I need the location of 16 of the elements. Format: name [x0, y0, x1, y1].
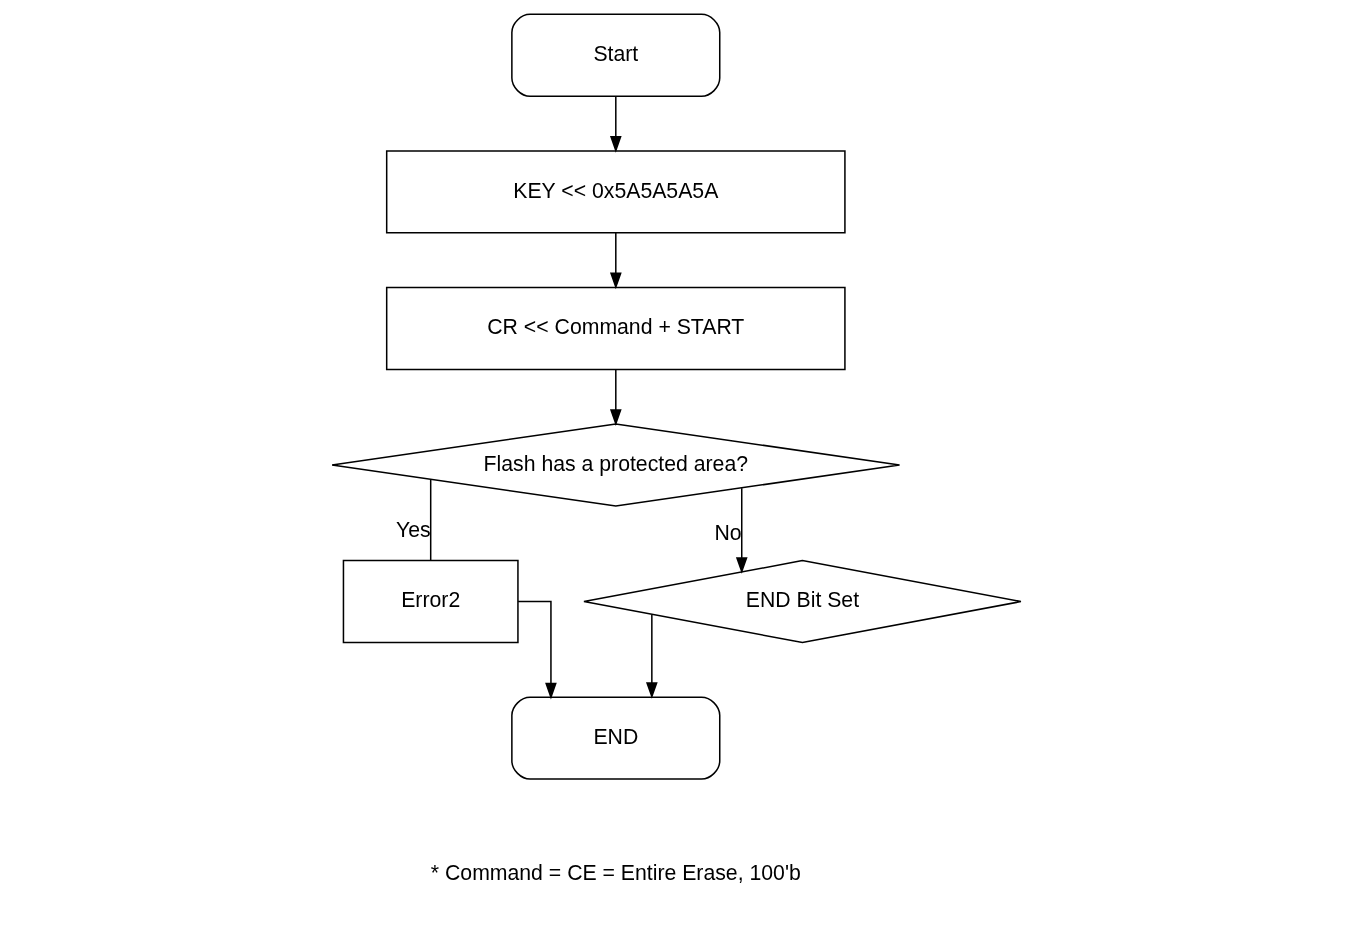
arrow	[646, 613, 658, 699]
node-box: CR << Command + START	[385, 286, 846, 371]
node-box: Error2	[342, 559, 519, 644]
arrow	[517, 600, 557, 700]
label: * Command = CE = Entire Erase, 100'b	[430, 861, 801, 886]
arrow	[609, 368, 622, 426]
node-diamond: Flash has a protected area?	[331, 423, 901, 507]
edge-label: No	[714, 521, 742, 546]
arrow	[735, 487, 748, 574]
node-box: END	[511, 696, 721, 780]
arrow	[609, 95, 622, 153]
arrow	[609, 232, 622, 290]
node-box: KEY << 0x5A5A5A5A	[385, 150, 846, 234]
edge-label: Yes	[395, 518, 431, 543]
connector	[429, 478, 432, 562]
node-box: Start	[511, 13, 721, 98]
